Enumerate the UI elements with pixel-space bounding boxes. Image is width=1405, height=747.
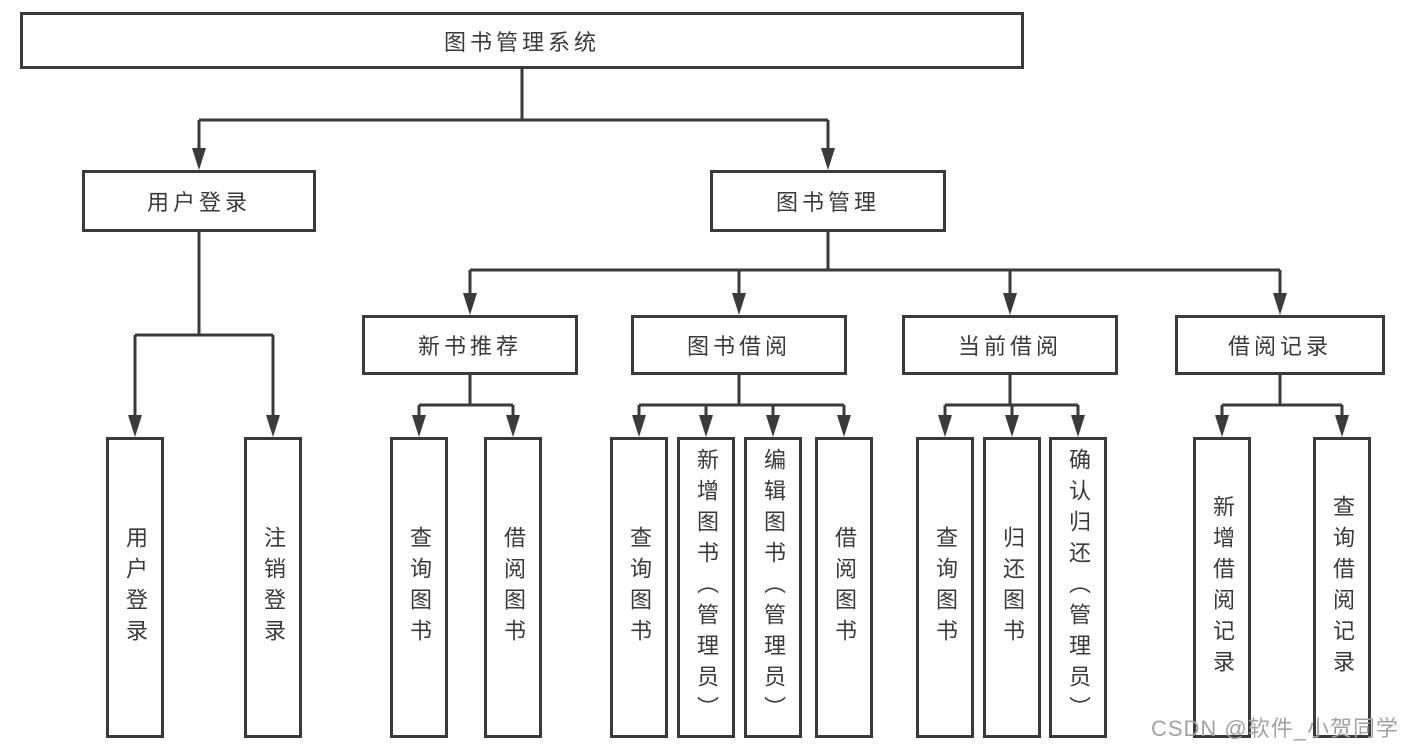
arrowhead [463, 293, 477, 315]
leaf-user-login-label: 用户登录 [123, 525, 148, 650]
node-new-book-recommend: 新书推荐 [362, 315, 578, 375]
csdn-watermark: CSDN @软件_小贺同学 [1150, 716, 1399, 741]
node-borrow-records: 借阅记录 [1175, 315, 1385, 375]
arrowhead [837, 415, 851, 437]
leaf-borrow-books-recommend: 借阅图书 [484, 437, 542, 738]
connector-new-book-children [417, 375, 515, 417]
node-borrow-records-label: 借阅记录 [1227, 334, 1332, 359]
leaf-query-books-current: 查询图书 [916, 437, 974, 738]
arrowhead [732, 293, 746, 315]
arrowhead [1335, 415, 1349, 437]
arrowhead [1005, 415, 1019, 437]
node-current-borrow: 当前借阅 [902, 315, 1118, 375]
node-user-login: 用户登录 [82, 170, 316, 232]
leaf-confirm-return-admin-label: 确认归还（管理员） [1066, 448, 1091, 727]
arrowhead [938, 415, 952, 437]
arrowhead [1273, 293, 1287, 315]
arrowhead [266, 415, 280, 437]
connector-root-to-branches [197, 66, 830, 150]
arrowhead [766, 415, 780, 437]
node-new-book-recommend-label: 新书推荐 [417, 334, 522, 359]
leaf-confirm-return-admin: 确认归还（管理员） [1049, 437, 1107, 738]
leaf-logout: 注销登录 [244, 437, 302, 738]
leaf-user-login: 用户登录 [106, 437, 164, 738]
arrowhead [128, 415, 142, 437]
leaf-logout-label: 注销登录 [261, 525, 286, 650]
leaf-edit-books-admin-label: 编辑图书（管理员） [761, 448, 786, 727]
leaf-return-books-label: 归还图书 [1000, 525, 1025, 650]
connector-book-borrow-children [637, 375, 846, 417]
arrowhead [412, 415, 426, 437]
arrowhead [1003, 293, 1017, 315]
leaf-borrow-books-label: 借阅图书 [832, 525, 857, 650]
leaf-query-books-recommend-label: 查询图书 [407, 525, 432, 650]
node-book-management: 图书管理 [710, 170, 946, 232]
leaf-edit-books-admin: 编辑图书（管理员） [744, 437, 802, 738]
leaf-query-books-borrow: 查询图书 [610, 437, 668, 738]
leaf-query-borrow-record-label: 查询借阅记录 [1330, 494, 1355, 681]
arrowhead [192, 148, 206, 170]
leaf-add-borrow-record: 新增借阅记录 [1193, 437, 1251, 738]
arrowhead [632, 415, 646, 437]
leaf-add-books-admin-label: 新增图书（管理员） [694, 448, 719, 727]
leaf-borrow-books-recommend-label: 借阅图书 [501, 525, 526, 650]
arrowhead [1215, 415, 1229, 437]
node-current-borrow-label: 当前借阅 [957, 334, 1062, 359]
node-book-borrow: 图书借阅 [631, 315, 847, 375]
node-book-borrow-label: 图书借阅 [686, 334, 791, 359]
leaf-query-borrow-record: 查询借阅记录 [1313, 437, 1371, 738]
arrowhead [699, 415, 713, 437]
arrowhead [821, 148, 835, 170]
leaf-add-borrow-record-label: 新增借阅记录 [1210, 494, 1235, 681]
connector-book-management-children [468, 232, 1282, 295]
node-root: 图书管理系统 [20, 12, 1024, 69]
connector-user-login-children [133, 232, 275, 417]
leaf-query-books-borrow-label: 查询图书 [627, 525, 652, 650]
leaf-query-books-current-label: 查询图书 [933, 525, 958, 650]
arrowhead [1071, 415, 1085, 437]
leaf-add-books-admin: 新增图书（管理员） [677, 437, 735, 738]
node-book-management-label: 图书管理 [775, 190, 880, 215]
connector-borrow-records-children [1220, 375, 1344, 417]
node-user-login-label: 用户登录 [146, 190, 251, 215]
arrowhead [506, 415, 520, 437]
leaf-query-books-recommend: 查询图书 [390, 437, 448, 738]
node-root-label: 图书管理系统 [443, 29, 600, 55]
leaf-borrow-books: 借阅图书 [815, 437, 873, 738]
leaf-return-books: 归还图书 [983, 437, 1041, 738]
connector-current-borrow-children [943, 375, 1080, 417]
